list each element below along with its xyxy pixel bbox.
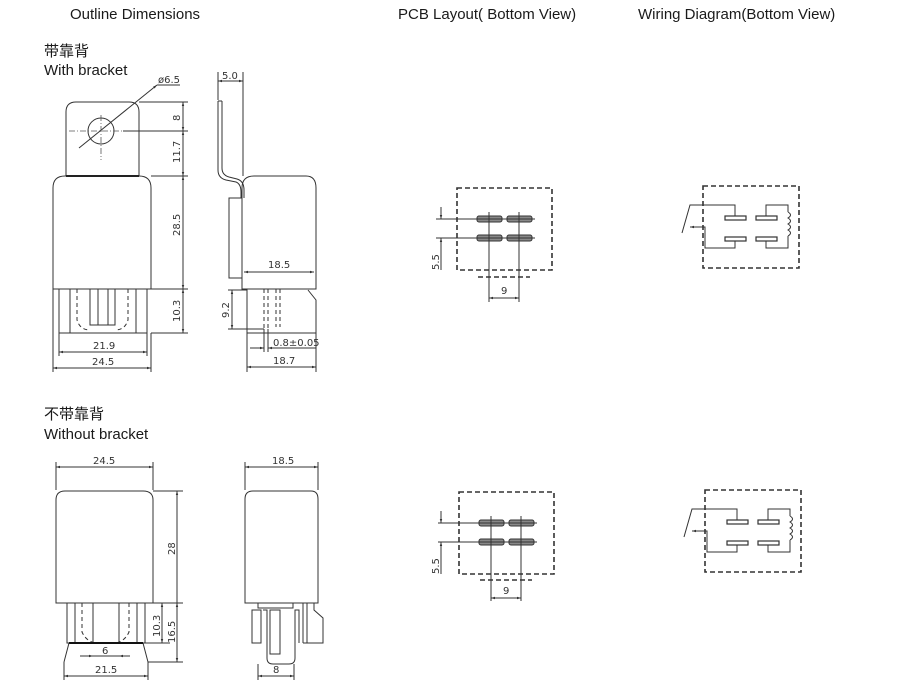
contact-pad (724, 236, 747, 242)
dim-base-height-nb: 16.5 (167, 621, 178, 643)
relay-body (55, 490, 154, 604)
coil-wires (765, 204, 789, 249)
header-pcb-layout: PCB Layout( Bottom View) (398, 6, 577, 23)
side-body (244, 490, 319, 604)
dim-hole-dia: ø6.5 (158, 75, 180, 86)
pcb-layout-without-bracket: 5.5 9 (431, 491, 555, 601)
contact-pad (757, 519, 780, 525)
terminal-block (66, 602, 146, 644)
dim-body-height: 28.5 (172, 214, 183, 236)
side-view-with-bracket: 5.0 18.5 9.2 0.8±0.05 18.7 (217, 71, 320, 372)
without-bracket-label-en: Without bracket (44, 426, 149, 443)
side-leg (251, 609, 262, 644)
side-rail (257, 602, 294, 609)
dim-row-pitch-2: 5.5 (431, 558, 442, 574)
bracket-plate (228, 197, 243, 279)
pcb-layout-with-bracket: 5.5 9 (431, 187, 553, 302)
relay-body (52, 175, 152, 290)
center-slot (92, 602, 120, 644)
wiring-diagram-without-bracket (683, 489, 802, 573)
contact-pad (726, 540, 749, 546)
side-view-without-bracket: 18.5 8 (244, 456, 324, 680)
pcb-outline (456, 187, 553, 271)
dim-terminal-height-nb: 10.3 (152, 615, 163, 637)
hidden-terminal (114, 289, 129, 331)
bracket-side-profile (217, 100, 245, 198)
dim-hole-to-body: 11.7 (172, 141, 183, 163)
contact-pad (724, 215, 747, 221)
center-tab (263, 609, 300, 665)
hole-leader (78, 84, 158, 149)
dim-tab-width-nb: 8 (273, 665, 279, 676)
dim-hole-top: 8 (172, 115, 183, 121)
without-bracket-label-cn: 不带靠背 (44, 406, 105, 423)
dim-col-pitch: 9 (501, 286, 507, 297)
wiring-outline (704, 489, 802, 573)
header-outline-dimensions: Outline Dimensions (70, 6, 201, 23)
pcb-outline (458, 491, 555, 575)
bracket-tab (65, 101, 140, 176)
coil-icon (789, 515, 793, 541)
side-body (241, 175, 317, 290)
dim-pin-thickness: 0.8±0.05 (273, 338, 320, 349)
dim-side-width: 18.5 (268, 260, 290, 271)
with-bracket-label-cn: 带靠背 (44, 43, 90, 60)
dim-terminal-span: 21.9 (93, 341, 115, 352)
dim-pin-length: 9.2 (221, 302, 232, 318)
dim-row-pitch: 5.5 (431, 254, 442, 270)
contact-pad (757, 540, 780, 546)
center-slot (89, 288, 116, 326)
common-wire (690, 226, 736, 249)
wiring-outline (702, 185, 800, 269)
front-view-with-bracket: ø6.5 8 11.7 28.5 10.3 21.9 24.5 (52, 75, 188, 372)
coil-wires (767, 508, 791, 553)
contact-pad (726, 519, 749, 525)
contact-pad (755, 215, 778, 221)
front-view-without-bracket: 24.5 28 10.3 16.5 6 21.5 (55, 456, 183, 680)
side-latch (302, 603, 324, 644)
side-terminal-block (246, 289, 317, 334)
common-wire (692, 530, 738, 553)
dim-body-width-nb: 24.5 (93, 456, 115, 467)
dim-side-base-width: 18.7 (273, 356, 295, 367)
contact-pad (755, 236, 778, 242)
tab-slot (269, 609, 281, 655)
coil-icon (787, 211, 791, 237)
dim-body-height-nb: 28 (167, 542, 178, 555)
switch-arm (681, 204, 736, 234)
switch-arm (683, 508, 738, 538)
wiring-diagram-with-bracket (681, 185, 800, 269)
dim-col-pitch-2: 9 (503, 586, 509, 597)
dim-body-width: 24.5 (92, 357, 114, 368)
dim-inner-span-nb: 6 (102, 646, 108, 657)
header-wiring-diagram: Wiring Diagram(Bottom View) (638, 6, 836, 23)
dim-side-width-nb: 18.5 (272, 456, 294, 467)
dim-terminal-height: 10.3 (172, 300, 183, 322)
with-bracket-label-en: With bracket (44, 62, 128, 79)
dim-bracket-thickness: 5.0 (222, 71, 238, 82)
terminal-block (58, 288, 148, 334)
dim-base-width-nb: 21.5 (95, 665, 117, 676)
hidden-terminal (76, 289, 91, 331)
hidden-terminal (115, 603, 130, 644)
hidden-pins (263, 289, 281, 330)
